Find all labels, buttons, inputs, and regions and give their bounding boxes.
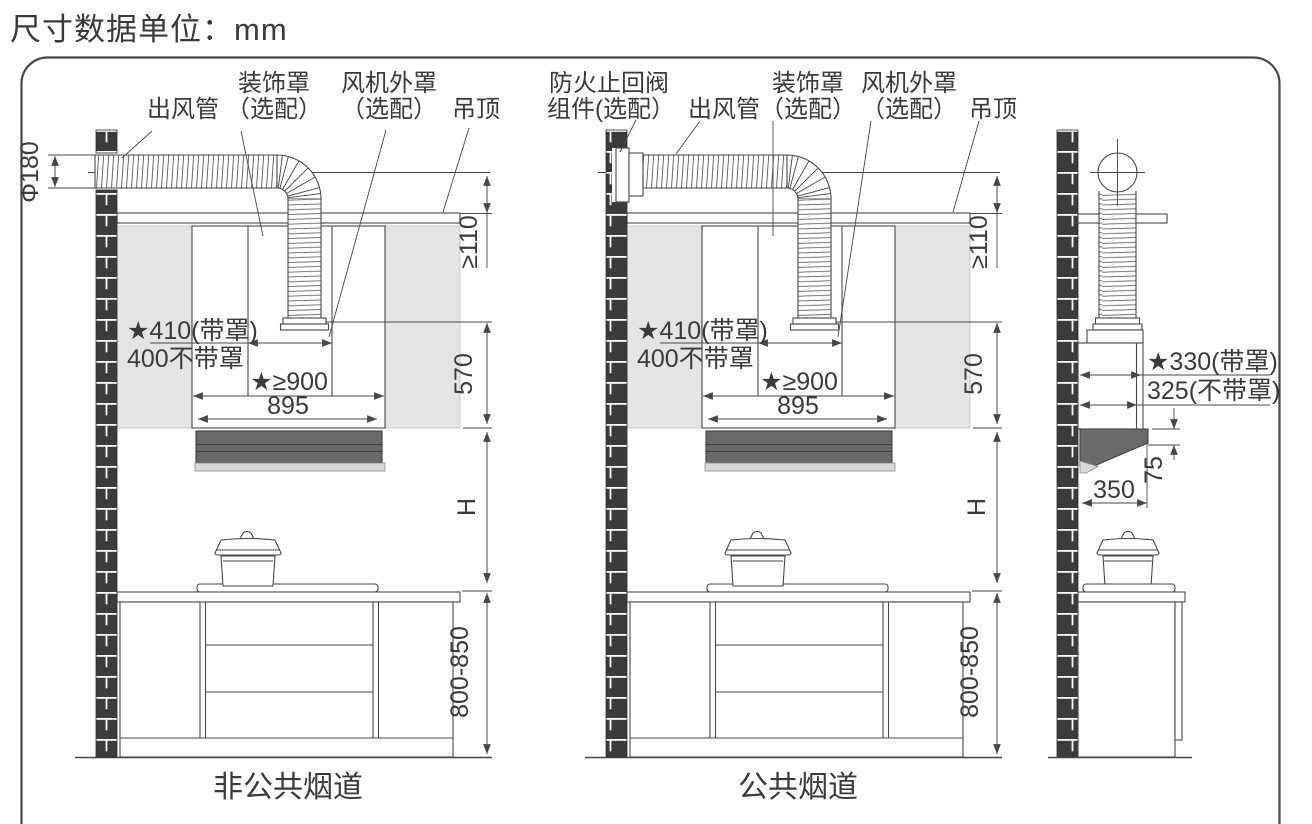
dim-hood-width: 895	[267, 392, 309, 420]
dim-front-panel-height: 75	[1140, 456, 1168, 484]
label-leader-lines	[121, 127, 470, 338]
middle-diagram: 防火止回阀 组件(选配） 出风管 装饰罩 （选配） 风机外罩 （选配） 吊顶 ≥…	[547, 70, 1017, 804]
label-deco-cover: 装饰罩	[238, 70, 310, 97]
dim-width-with-cover: ★410(带罩)	[637, 317, 768, 345]
dim-counter-height: 800-850	[956, 626, 984, 718]
left-diagram-caption: 非公共烟道	[213, 771, 363, 804]
right-side-view: ★330(带罩) 325(不带罩) 75 350	[1048, 129, 1280, 759]
label-deco-cover: 装饰罩	[772, 70, 844, 97]
duct-flange-lower	[1092, 323, 1143, 331]
brick-wall-lower	[95, 189, 118, 758]
outlet-duct-side	[1099, 191, 1136, 318]
pot	[1096, 530, 1160, 587]
hood-bottom-edge	[1079, 460, 1100, 474]
fire-check-valve	[612, 147, 644, 203]
label-deco-cover-optional: （选配）	[226, 96, 322, 123]
cabinet-side-panel	[1174, 601, 1183, 741]
dim-min-opening-width: ★≥900	[250, 368, 328, 396]
label-ceiling: 吊顶	[452, 96, 500, 123]
label-fan-cover-optional: （选配）	[861, 96, 957, 123]
dim-top-clearance: ≥110	[965, 215, 993, 269]
hood-wedge	[1079, 428, 1149, 467]
brick-wall-upper	[95, 129, 118, 154]
countertop-side	[1077, 591, 1186, 603]
label-outlet-duct: 出风管	[147, 96, 219, 123]
dimension-lines	[1080, 371, 1270, 508]
dim-hood-width: 895	[777, 392, 819, 420]
label-fan-cover: 风机外罩	[341, 70, 437, 97]
label-leader-lines	[619, 119, 980, 338]
duct-through-wall	[95, 155, 133, 188]
pipe-diameter-dimension	[48, 154, 95, 189]
dim-width-without-cover: 400不带罩	[127, 345, 244, 373]
dim-min-opening-width: ★≥900	[760, 368, 838, 396]
label-deco-cover-optional: （选配）	[760, 96, 856, 123]
dim-chimney-height: 570	[960, 353, 988, 395]
label-ceiling: 吊顶	[969, 96, 1017, 123]
base-cabinet-side	[1077, 601, 1176, 758]
brick-wall	[605, 129, 628, 758]
dim-install-height: H	[453, 498, 481, 516]
left-diagram: 出风管 装饰罩 （选配） 风机外罩 （选配） 吊顶 Φ180 ≥110 ★410…	[16, 70, 500, 804]
chimney-cap	[1086, 329, 1144, 344]
middle-diagram-caption: 公共烟道	[738, 771, 858, 804]
dim-top-clearance: ≥110	[455, 215, 483, 269]
diagram-border	[20, 56, 1281, 824]
dim-chimney-height: 570	[450, 353, 478, 395]
chimney-body	[1077, 342, 1144, 430]
ceiling-slab-right	[1135, 213, 1168, 224]
duct-flange-upper	[1094, 317, 1141, 325]
page-title: 尺寸数据单位：mm	[10, 12, 288, 47]
label-fan-cover: 风机外罩	[861, 70, 957, 97]
dim-depth-without-cover: 325(不带罩)	[1147, 377, 1280, 405]
dim-counter-height: 800-850	[446, 626, 474, 718]
dim-depth-with-cover: ★330(带罩)	[1147, 348, 1278, 376]
dim-pipe-diameter: Φ180	[16, 141, 44, 203]
dim-install-height: H	[963, 498, 991, 516]
brick-wall	[1056, 129, 1079, 758]
label-valve-line1: 防火止回阀	[549, 70, 669, 97]
cooktop-side	[1082, 583, 1176, 593]
dim-hood-depth: 350	[1093, 476, 1135, 504]
label-valve-line2: 组件(选配）	[547, 96, 675, 123]
dim-width-with-cover: ★410(带罩)	[127, 317, 258, 345]
ceiling-slab-left	[1077, 213, 1100, 224]
label-fan-cover-optional: （选配）	[341, 96, 437, 123]
label-outlet-duct: 出风管	[688, 96, 760, 123]
dim-width-without-cover: 400不带罩	[637, 345, 754, 373]
